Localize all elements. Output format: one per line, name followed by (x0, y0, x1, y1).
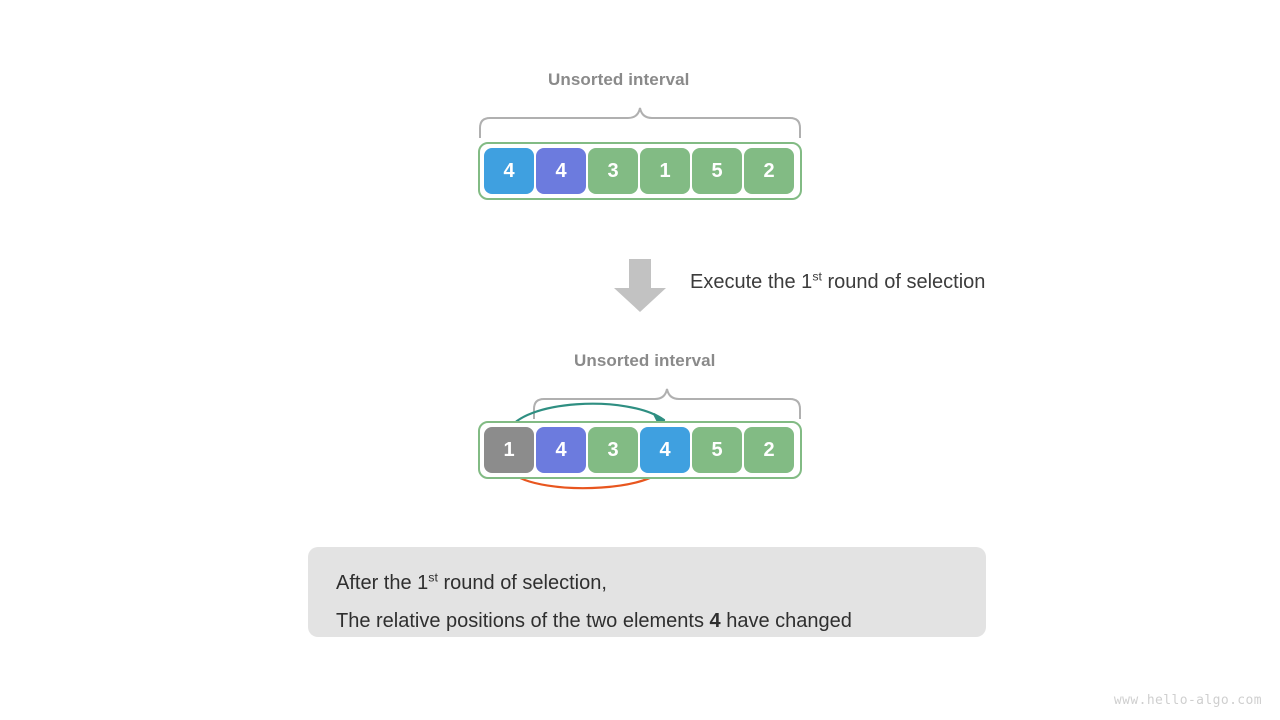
array-cell[interactable]: 2 (744, 148, 794, 194)
caption-line1-before: After the 1 (336, 572, 429, 594)
array-after: 1 4 3 4 5 2 (478, 421, 802, 479)
array-cell[interactable]: 2 (744, 427, 794, 473)
array-cell[interactable]: 4 (640, 427, 690, 473)
step-text-after: round of selection (821, 271, 986, 293)
array-cell[interactable]: 1 (484, 427, 534, 473)
array-cell[interactable]: 3 (588, 148, 638, 194)
caption-line-1: After the 1st round of selection, (336, 564, 986, 602)
watermark: www.hello-algo.com (1113, 693, 1262, 708)
brace-top (479, 107, 801, 138)
caption-line1-ordinal: st (428, 570, 438, 585)
array-cell[interactable]: 4 (536, 148, 586, 194)
array-cell[interactable]: 5 (692, 427, 742, 473)
caption-box: After the 1st round of selection, The re… (308, 547, 986, 637)
array-cell[interactable]: 4 (484, 148, 534, 194)
step-text-before: Execute the 1 (690, 271, 813, 293)
caption-line1-after: round of selection, (437, 572, 607, 594)
unsorted-interval-label-bottom: Unsorted interval (574, 351, 716, 370)
array-cell[interactable]: 4 (536, 427, 586, 473)
caption-line2-bold-value: 4 (709, 610, 721, 632)
array-cell[interactable]: 5 (692, 148, 742, 194)
step-description: Execute the 1st round of selection (690, 269, 986, 294)
array-cell[interactable]: 3 (588, 427, 638, 473)
caption-line2-after: have changed (720, 610, 852, 632)
caption-line2-before: The relative positions of the two elemen… (336, 610, 710, 632)
step-ordinal-suffix: st (812, 269, 822, 284)
unsorted-interval-label-top: Unsorted interval (548, 70, 690, 89)
brace-bottom (533, 388, 801, 419)
arrow-down-icon (614, 259, 666, 312)
caption-line-2: The relative positions of the two elemen… (336, 602, 986, 640)
array-before: 4 4 3 1 5 2 (478, 142, 802, 200)
array-cell[interactable]: 1 (640, 148, 690, 194)
